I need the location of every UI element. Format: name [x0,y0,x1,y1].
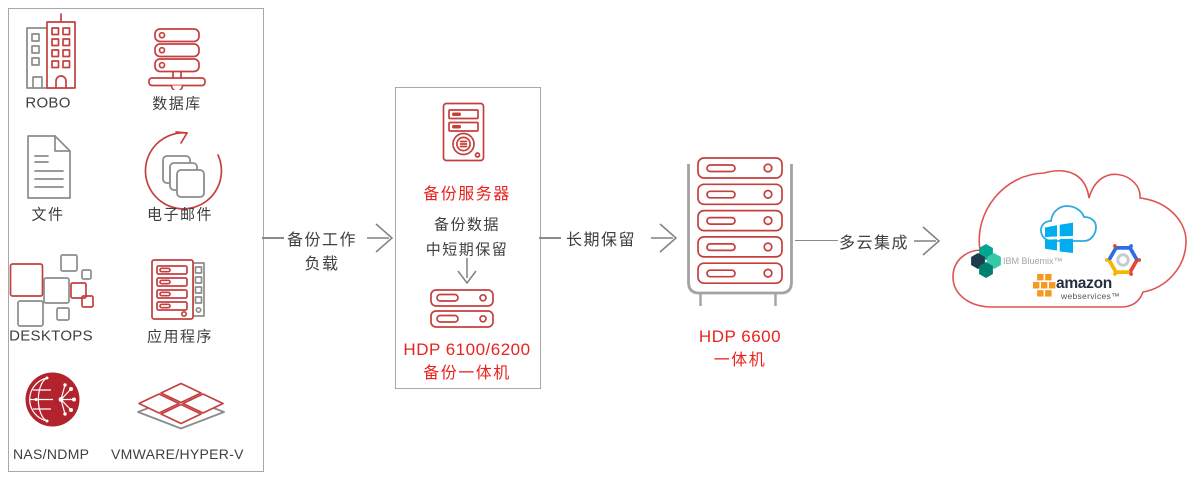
email-sync-icon [144,131,223,210]
flow1-label-line2: 负载 [304,256,340,273]
aws-logo [1032,273,1056,298]
source-label-file: 文件 [31,206,65,224]
backup-server-label: 备份服务器 [423,186,511,203]
hdp6100-appliance-icon [430,289,494,328]
source-label-application: 应用程序 [146,328,214,346]
hdp6100-name-label: HDP 6100/6200 [403,340,531,359]
application-server-icon [151,259,205,320]
hdp6600-type-label: 一体机 [713,352,767,369]
source-label-desktops: DESKTOPS [9,327,93,345]
hdp6600-name-label: HDP 6600 [698,327,782,346]
flow2-arrow-icon [651,223,678,253]
source-label-database: 数据库 [152,95,202,113]
flow3-line [795,239,838,241]
hdp6100-type-label: 备份一体机 [423,365,511,382]
flow3-arrow-icon [914,226,941,256]
source-label-vmware: VMWARE/HYPER-V [111,446,244,462]
building-robo-icon [26,13,76,89]
down-arrow-icon [457,258,477,285]
source-label-nas: NAS/NDMP [13,446,90,462]
source-label-robo: ROBO [25,94,71,112]
database-icon [148,28,206,90]
desktops-squares-icon [9,254,94,327]
backup-server-tower-icon [442,102,485,162]
ibm-bluemix-label: IBM Bluemix™ [1003,256,1063,266]
flow2-line [539,237,561,239]
source-label-email: 电子邮件 [146,206,214,224]
microsoft-azure-logo [1040,205,1097,253]
flow1-label-line1: 备份工作 [286,232,358,249]
ibm-bluemix-logo [971,244,1001,278]
aws-label-webservices: webservices™ [1061,291,1120,301]
backup-server-panel [395,87,541,389]
flow3-label: 多云集成 [838,235,910,252]
flow1-arrow-icon [367,223,394,253]
hdp6600-rack-icon [687,157,793,306]
multicloud-outline-icon [952,169,1187,308]
backup-data-label-line1: 备份数据 [433,216,501,234]
nas-globe-icon [25,372,80,427]
vmware-layers-icon [137,382,225,430]
google-cloud-logo [1104,244,1142,276]
backup-data-label-line2: 中短期保留 [425,241,509,259]
document-file-icon [27,135,71,199]
flow2-label: 长期保留 [565,232,637,249]
flow1-line [262,237,284,239]
aws-label-amazon: amazon [1056,275,1112,292]
